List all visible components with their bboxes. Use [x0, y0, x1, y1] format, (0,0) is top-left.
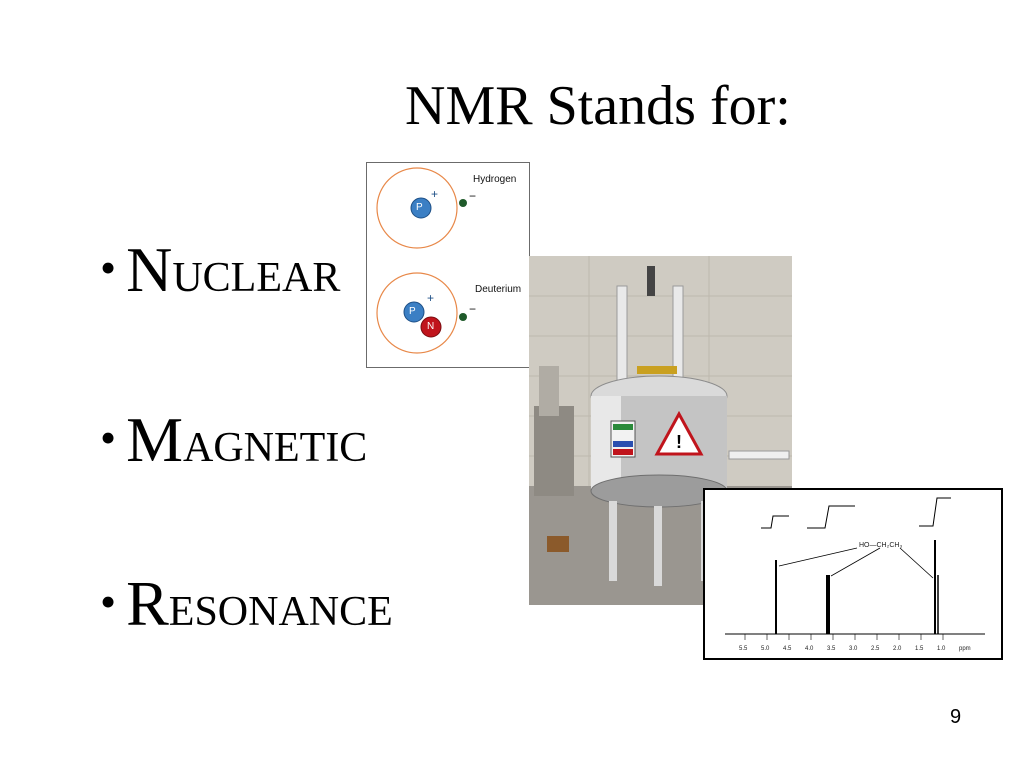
ch2-peak — [826, 575, 830, 634]
tick-label: 5.5 — [739, 646, 748, 652]
nmr-spectrum-svg — [725, 497, 985, 640]
tick-label: 3.0 — [849, 646, 858, 652]
bullet-resonance: •RESONANCE — [100, 572, 393, 636]
tick-label: 4.0 — [805, 646, 814, 652]
arrow-to-ch3 — [899, 547, 934, 579]
hydrogen-electron — [459, 199, 467, 207]
hydrogen-minus-sign: − — [469, 189, 477, 203]
hydrogen-proton — [410, 197, 432, 219]
deuterium-plus-sign: + — [427, 291, 435, 305]
tick-label: 2.5 — [871, 646, 880, 652]
slide-title: NMR Stands for: — [405, 75, 791, 137]
tick-label: ppm — [959, 646, 971, 652]
hydrogen-proton-label: P — [416, 202, 423, 213]
tick-label: 5.0 — [761, 646, 770, 652]
hydrogen-label: Hydrogen — [473, 174, 517, 185]
arrow-to-oh — [778, 547, 858, 567]
ch2-integral — [807, 505, 855, 529]
atom-diagram-svg — [376, 167, 467, 354]
bullet-rest: ESONANCE — [168, 589, 393, 635]
tick-label: 4.5 — [783, 646, 792, 652]
deuterium-minus-sign: − — [469, 302, 477, 316]
deuterium-proton-label: P — [409, 306, 416, 317]
bullet-initial: M — [126, 404, 184, 475]
bullet-rest: AGNETIC — [183, 425, 368, 471]
deuterium-label: Deuterium — [475, 284, 522, 295]
deuterium-electron — [459, 313, 467, 321]
bullet-initial: R — [126, 568, 169, 639]
deuterium-proton — [403, 301, 425, 323]
compound-label: HO—CH₂CH₃ — [859, 542, 903, 549]
nmr-spectrum-figure: HO—CH₂CH₃ 5.5 5.0 4.5 4.0 3.5 3.0 2.5 2.… — [703, 488, 1003, 660]
arrow-to-ch2 — [830, 547, 881, 577]
bullet-marker: • — [100, 242, 117, 293]
bullet-marker: • — [100, 412, 117, 463]
oh-integral — [761, 515, 789, 529]
bullet-initial: N — [126, 234, 173, 305]
deuterium-orbit — [376, 272, 458, 354]
tick-label: 1.5 — [915, 646, 924, 652]
tick-label: 1.0 — [937, 646, 946, 652]
tick-label: 2.0 — [893, 646, 902, 652]
ch3-integral — [919, 497, 951, 527]
hydrogen-orbit — [376, 167, 458, 249]
atom-diagram-figure: P + − Hydrogen P N + − Deuterium — [366, 162, 530, 368]
bullet-rest: UCLEAR — [172, 255, 341, 301]
svg-text:!: ! — [676, 432, 682, 452]
deuterium-neutron-label: N — [427, 321, 435, 332]
spectrum-ticks — [744, 634, 944, 640]
bullet-marker: • — [100, 576, 117, 627]
page-number: 9 — [950, 706, 962, 728]
hydrogen-plus-sign: + — [431, 187, 439, 201]
bullet-nuclear: •NUCLEAR — [100, 238, 340, 302]
deuterium-neutron — [420, 316, 442, 338]
bullet-magnetic: •MAGNETIC — [100, 408, 367, 472]
tick-label: 3.5 — [827, 646, 836, 652]
